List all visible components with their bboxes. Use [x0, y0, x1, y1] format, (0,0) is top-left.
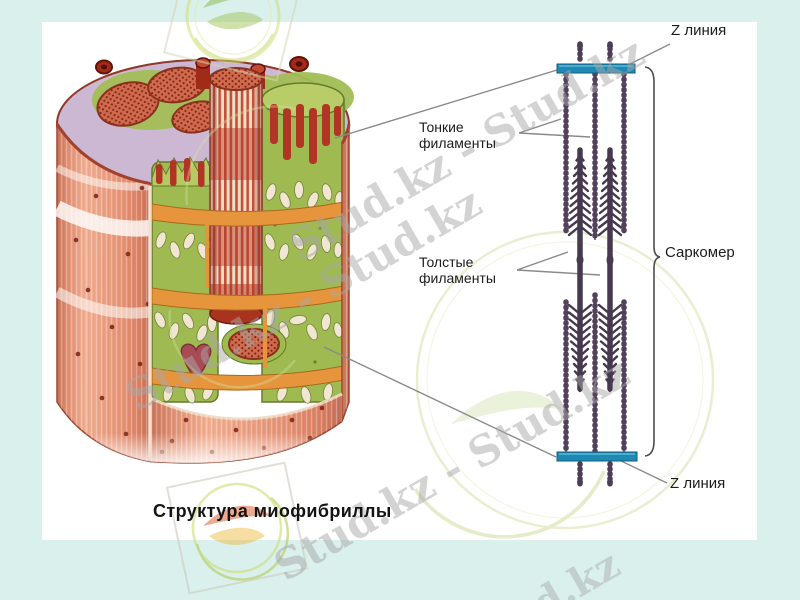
- label-sarcomere: Саркомер: [665, 244, 735, 261]
- thick-filaments: [567, 147, 623, 393]
- figure-caption: Структура миофибриллы: [153, 501, 392, 521]
- label-z-line-bottom: Z линия: [670, 475, 726, 492]
- z-line-bars: [556, 63, 638, 462]
- muscle-fiber-illustration: [53, 56, 354, 464]
- studkz-logo-watermark: [165, 461, 309, 595]
- sarcomere-diagram: [323, 41, 671, 487]
- thin-filaments: [563, 71, 627, 455]
- t-tubule-bands: [151, 201, 345, 391]
- sarcomere-bracket: [644, 66, 661, 457]
- studkz-logo-watermark: [185, 105, 296, 206]
- label-thick-filaments: Толстые филаменты: [419, 254, 496, 286]
- label-z-line-top: Z линия: [671, 22, 727, 39]
- label-thin-filaments: Тонкие филаменты: [419, 119, 496, 151]
- pointer-lines: [323, 43, 671, 484]
- studkz-logo-watermark: [168, 309, 296, 389]
- studkz-logo-watermark: [162, 0, 304, 82]
